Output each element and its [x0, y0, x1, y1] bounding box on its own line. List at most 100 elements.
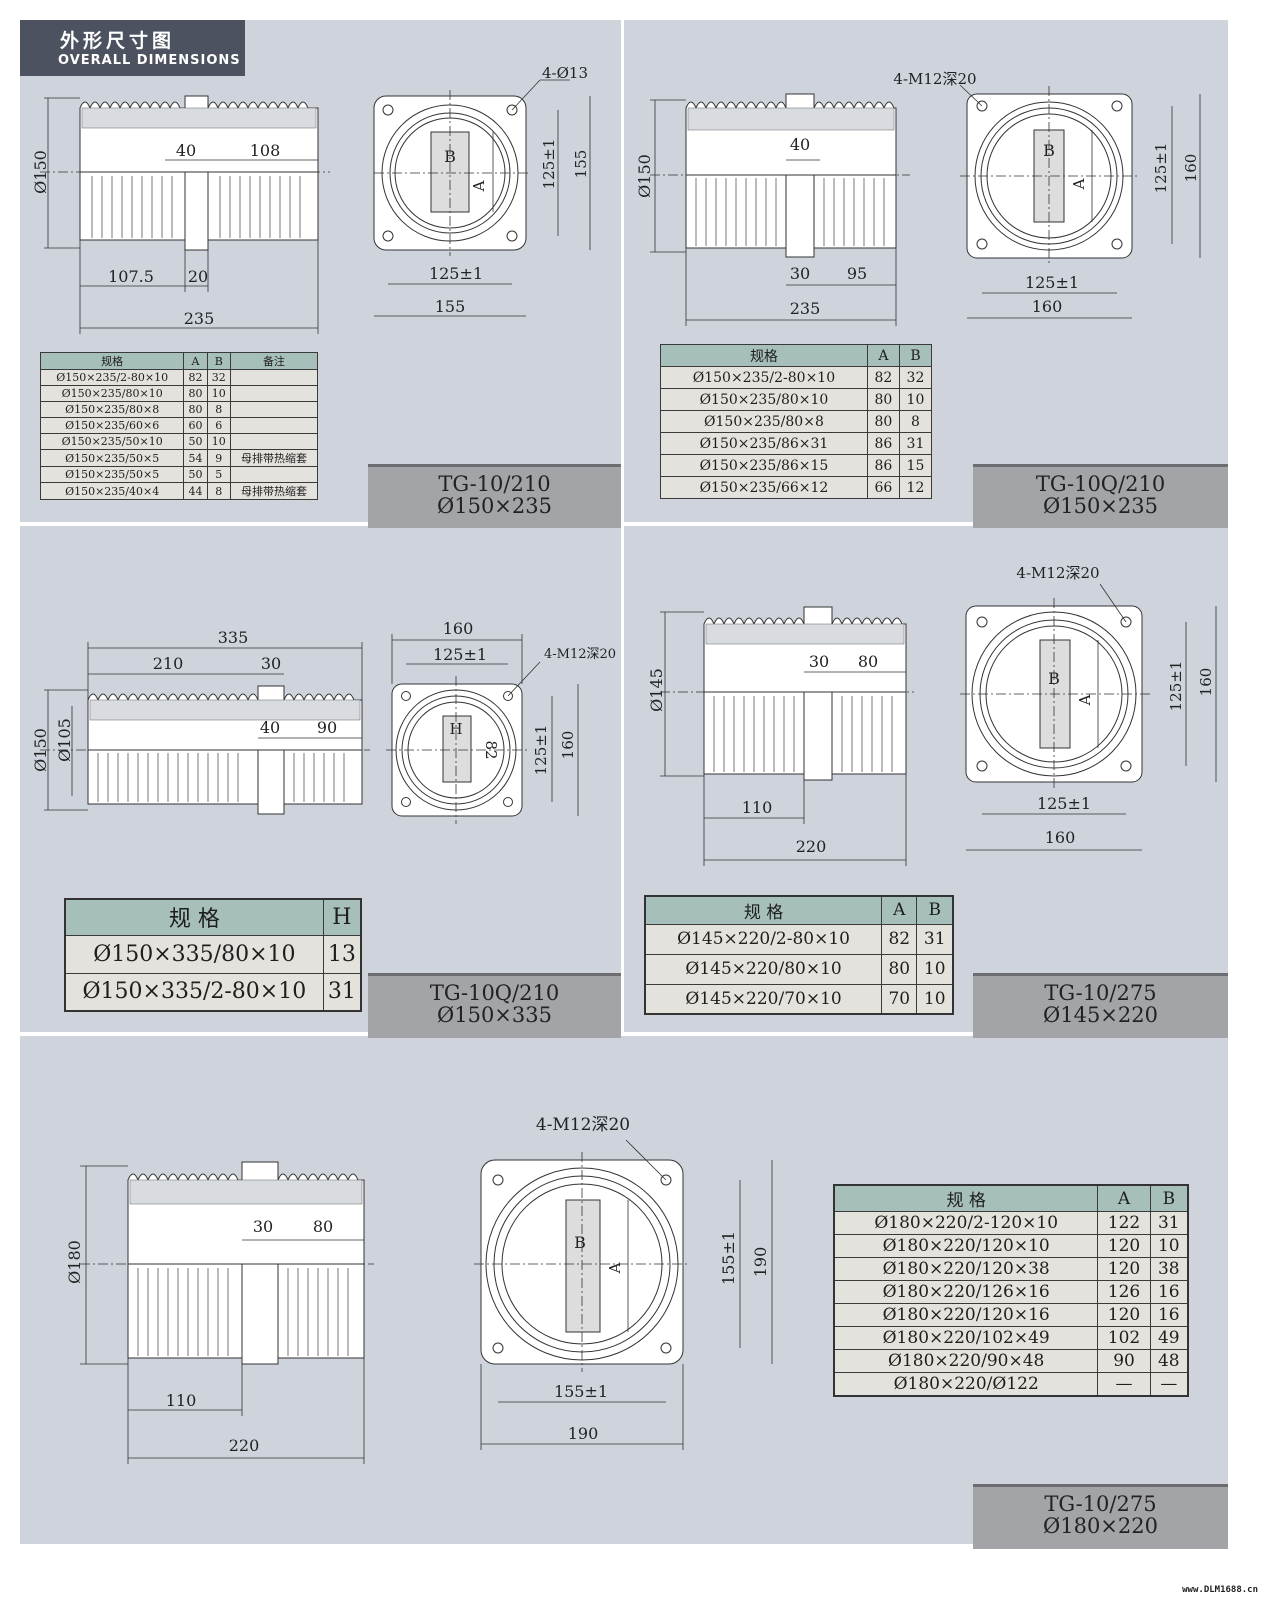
dim-210: 210 — [153, 654, 184, 673]
dim-90: 90 — [317, 718, 337, 737]
model-title-3: TG-10Q/210 Ø150×335 — [368, 973, 621, 1038]
dim-40: 40 — [176, 141, 196, 160]
model-title-4: TG-10/275 Ø145×220 — [973, 973, 1228, 1038]
dim-220: 220 — [229, 1436, 260, 1455]
dim-30: 30 — [253, 1217, 273, 1236]
dim-h1: 125±1 — [1025, 273, 1079, 292]
dim-40: 40 — [260, 718, 280, 737]
side-view-4: Ø145 30 80 110 220 — [647, 606, 914, 866]
side-view-2: Ø150 40 30 95 235 — [635, 93, 910, 326]
cross-hatch-band — [81, 107, 317, 129]
front-view-4: 4-M12深20 B A 125±1 160 125±1 160 — [960, 564, 1217, 851]
model-name: TG-10/275 — [1044, 1492, 1157, 1516]
model-size: Ø150×335 — [437, 1003, 552, 1027]
side-view-1: Ø150 40 108 107.5 20 235 — [31, 95, 330, 334]
dim-30: 30 — [261, 654, 281, 673]
dim-v2: 160 — [559, 731, 577, 760]
dim-v1: 155±1 — [719, 1231, 738, 1285]
model-name: TG-10/275 — [1044, 981, 1157, 1005]
dim-h2: 160 — [1045, 828, 1076, 847]
header-title-cn: 外形尺寸图 — [60, 30, 176, 52]
col-h: H — [322, 898, 362, 936]
dim-v1: 125±1 — [532, 725, 550, 776]
dim-dia: Ø150 — [635, 154, 654, 198]
label-a: A — [1076, 694, 1094, 706]
label-a: A — [470, 180, 488, 192]
dim-h1: 125±1 — [429, 264, 483, 283]
holes-label: 4-M12深20 — [1016, 564, 1099, 582]
label-b: B — [444, 147, 456, 166]
table-row: Ø180×220/Ø122—— — [833, 1372, 1189, 1396]
dim-h2: 190 — [568, 1424, 599, 1443]
model-title-2: TG-10Q/210 Ø150×235 — [973, 464, 1228, 528]
model-title-5: TG-10/275 Ø180×220 — [973, 1484, 1228, 1549]
dim-335: 335 — [218, 628, 249, 647]
dim-v1: 125±1 — [540, 139, 558, 190]
dim-20: 20 — [188, 267, 208, 286]
label-b: B — [1048, 669, 1060, 688]
dim-top1: 160 — [443, 619, 474, 638]
dim-dia: Ø145 — [647, 668, 666, 712]
dim-dia: Ø150 — [31, 728, 50, 772]
label-a: A — [606, 1262, 624, 1274]
front-view-2: 4-M12深20 B A 125±1 160 125±1 160 — [893, 70, 1201, 319]
header-title-en: OVERALL DIMENSIONS — [58, 53, 241, 68]
col-spec: 规 格 — [833, 1184, 1099, 1212]
dim-107-5: 107.5 — [108, 267, 154, 286]
col-b: B — [916, 895, 954, 925]
col-a: A — [183, 352, 208, 370]
holes-label: 4-Ø13 — [542, 64, 588, 82]
dim-30: 30 — [809, 652, 829, 671]
dim-v2: 155 — [572, 150, 590, 179]
model-name: TG-10/210 — [438, 472, 551, 496]
watermark: www.DLM1688.cn — [1182, 1585, 1258, 1595]
dim-220: 220 — [796, 837, 827, 856]
label-b: B — [1043, 141, 1055, 160]
dim-235: 235 — [184, 309, 215, 328]
col-a: A — [1097, 1184, 1151, 1212]
model-size: Ø145×220 — [1043, 1003, 1158, 1027]
page-header: 外形尺寸图 OVERALL DIMENSIONS — [20, 20, 245, 76]
col-a: A — [881, 895, 918, 925]
front-view-3: 160 125±1 4-M12深20 H 82 125±1 160 — [386, 619, 616, 824]
col-b: B — [1149, 1184, 1189, 1212]
dim-40: 40 — [790, 135, 810, 154]
dim-82: 82 — [482, 740, 500, 759]
label-a: A — [1070, 178, 1088, 190]
dim-110: 110 — [742, 798, 773, 817]
dim-dia: Ø150 — [31, 150, 50, 194]
dim-30: 30 — [790, 264, 810, 283]
dim-v1: 125±1 — [1167, 661, 1185, 712]
label-b: B — [574, 1233, 586, 1252]
model-title-1: TG-10/210 Ø150×235 — [368, 464, 621, 528]
label-h: H — [449, 720, 462, 738]
dim-80: 80 — [313, 1217, 333, 1236]
dim-top2: 125±1 — [433, 645, 487, 664]
dim-h2: 160 — [1032, 297, 1063, 316]
dim-v2: 160 — [1197, 668, 1215, 697]
dim-110: 110 — [166, 1391, 197, 1410]
